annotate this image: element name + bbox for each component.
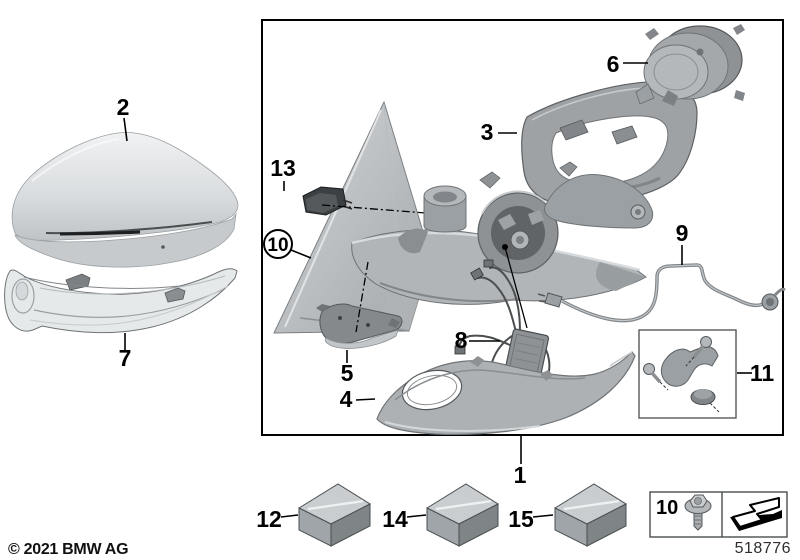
part-9-cable (537, 263, 786, 323)
part-10-base-seal (273, 100, 432, 334)
callout-10: 10 (267, 235, 288, 256)
callout-5: 5 (341, 360, 354, 386)
screw-icon (684, 494, 712, 531)
part-12-box (297, 483, 372, 547)
part-4-lower-housing (376, 351, 636, 436)
callout-7: 7 (119, 345, 132, 371)
callout-10-circle (263, 229, 293, 259)
copyright: © 2021 BMW AG (8, 541, 128, 558)
leader-lines (123, 62, 752, 518)
callout-3: 3 (481, 119, 494, 145)
dashdot-line-5 (355, 261, 369, 333)
callout-8: 8 (455, 327, 468, 353)
callout-9: 9 (676, 220, 689, 246)
part-15-box (553, 483, 628, 547)
legend-fastener-number: 10 (656, 497, 678, 519)
part-7-turn-signal (4, 268, 238, 334)
part-13-clip (302, 186, 353, 216)
part-6-mirror-drive (635, 24, 745, 106)
diagram-number: 518776 (735, 540, 791, 557)
callout-1: 1 (514, 462, 527, 488)
diagram-frame-box (261, 19, 784, 436)
callout-2: 2 (117, 94, 130, 120)
callout-12: 12 (256, 506, 282, 532)
callout-15: 15 (508, 506, 534, 532)
callout-6: 6 (607, 51, 620, 77)
callout-13: 13 (270, 155, 296, 181)
part-3-mirror-carrier (521, 81, 698, 206)
part-5-lower-cover (316, 303, 403, 349)
part-11-bracket-kit-box (638, 329, 737, 419)
callout-14: 14 (382, 506, 408, 532)
callout-11: 11 (750, 360, 775, 386)
direction-arrow-icon (730, 497, 782, 531)
part-1-mirror-assembly (351, 161, 654, 305)
part-2-mirror-cap (11, 132, 239, 268)
callout-4: 4 (340, 386, 353, 412)
part-14-box (425, 483, 500, 547)
legend-table: 10 (649, 491, 788, 538)
